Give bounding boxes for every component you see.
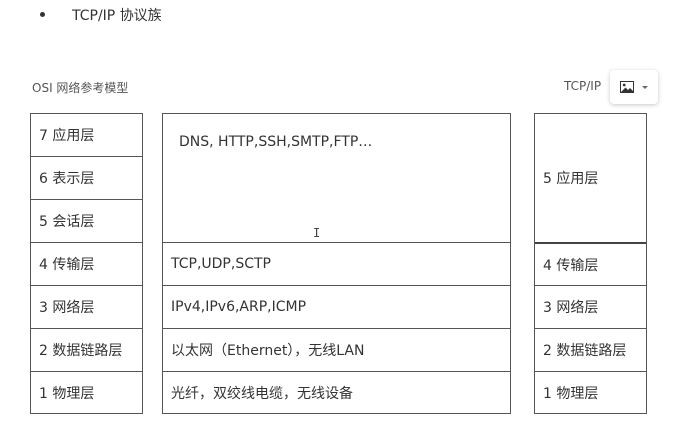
tcpip-layer-2: 2 数据链路层 bbox=[535, 328, 646, 371]
tcpip-layer-5: 5 应用层 bbox=[543, 171, 599, 187]
osi-layers-column: 7 应用层 6 表示层 5 会话层 4 传输层 3 网络层 2 数据链路层 1 … bbox=[30, 113, 143, 414]
protocols-column: DNS, HTTP,SSH,SMTP,FTP… TCP,UDP,SCTP IPv… bbox=[162, 113, 511, 414]
tcpip-layer-4: 4 传输层 bbox=[535, 242, 646, 285]
protocols-application: DNS, HTTP,SSH,SMTP,FTP… bbox=[179, 134, 373, 150]
osi-layer-3: 3 网络层 bbox=[31, 285, 142, 328]
tcpip-layer-1: 1 物理层 bbox=[535, 371, 646, 413]
osi-model-label: OSI 网络参考模型 bbox=[32, 81, 129, 95]
osi-layer-1: 1 物理层 bbox=[31, 371, 142, 413]
osi-layer-7: 7 应用层 bbox=[39, 128, 95, 144]
image-options-button[interactable] bbox=[610, 70, 658, 104]
protocols-network: IPv4,IPv6,ARP,ICMP bbox=[163, 285, 510, 328]
osi-layer-5: 5 会话层 bbox=[31, 199, 142, 242]
protocols-physical: 光纤，双绞线电缆，无线设备 bbox=[163, 371, 510, 413]
text-cursor-icon: I bbox=[313, 226, 321, 240]
page-heading: TCP/IP 协议族 bbox=[72, 8, 162, 24]
chevron-down-icon bbox=[642, 85, 648, 89]
protocols-transport: TCP,UDP,SCTP bbox=[163, 242, 510, 285]
tcpip-layers-column: 5 应用层 4 传输层 3 网络层 2 数据链路层 1 物理层 bbox=[534, 113, 647, 414]
tcpip-layer-3: 3 网络层 bbox=[535, 285, 646, 328]
image-icon bbox=[620, 81, 634, 93]
protocols-datalink: 以太网（Ethernet），无线LAN bbox=[163, 328, 510, 371]
osi-layer-4: 4 传输层 bbox=[31, 242, 142, 285]
tcpip-model-label: TCP/IP bbox=[564, 79, 602, 93]
osi-layer-2: 2 数据链路层 bbox=[31, 328, 142, 371]
bullet-dot bbox=[40, 12, 45, 17]
osi-layer-6: 6 表示层 bbox=[31, 156, 142, 199]
